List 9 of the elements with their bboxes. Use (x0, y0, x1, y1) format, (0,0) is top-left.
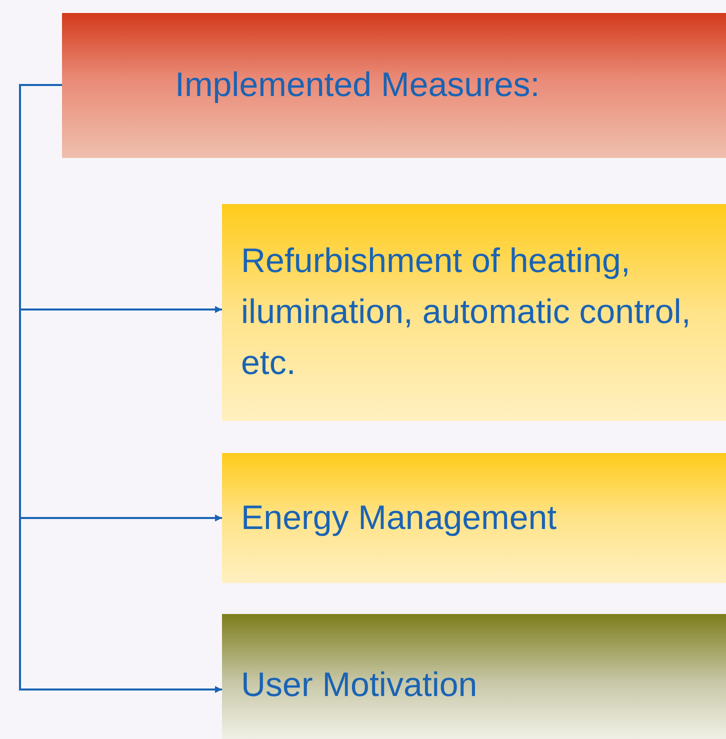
box-text: User Motivation (241, 665, 478, 706)
box-text: Energy Management (241, 498, 557, 538)
connector-arrow (19, 84, 222, 693)
gradient-box (222, 614, 726, 739)
box-text: Refurbishment of heating, ilumination, automatic control, etc. (241, 241, 692, 384)
gradient-box (62, 13, 726, 158)
gradient-box (222, 204, 726, 421)
heading-text: Implemented Measures: (175, 65, 540, 106)
gradient-box (222, 453, 726, 583)
